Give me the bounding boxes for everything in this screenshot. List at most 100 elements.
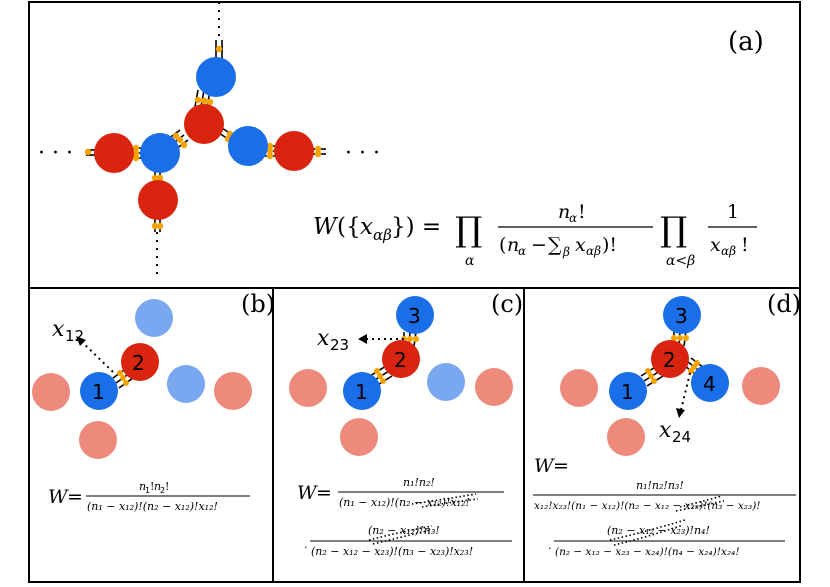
svg-text:n: n: [139, 480, 146, 493]
panel-a: (a) · · · · · ·: [28, 1, 801, 289]
atom-1-b: [80, 372, 118, 410]
svg-text:n₁!n₂!: n₁!n₂!: [403, 476, 435, 489]
atom-red-far-right: [274, 131, 314, 171]
svg-text:β: β: [562, 245, 570, 259]
arrow-label-x12: x: [52, 317, 65, 342]
panel-b: (b) 2 1 x 12 W = n 1 ! n 2 ! (n₁ −: [28, 287, 275, 583]
svg-text:24: 24: [672, 428, 691, 446]
svg-text:1: 1: [727, 201, 739, 223]
svg-text:∑: ∑: [548, 234, 562, 256]
svg-text:·: ·: [304, 541, 308, 554]
panel-c-frame: [272, 287, 525, 583]
svg-text:=: =: [553, 455, 569, 477]
svg-text:x: x: [710, 234, 721, 256]
svg-text:12: 12: [65, 327, 84, 345]
svg-text:x: x: [360, 214, 373, 240]
svg-text:(n₁ − x₁₂)!(n₂ − x₁₂)!x₁₂!: (n₁ − x₁₂)!(n₂ − x₁₂)!x₁₂!: [87, 500, 218, 513]
svg-text:2: 2: [160, 486, 165, 495]
atom-3-d: [663, 296, 701, 334]
atom-red-far-left: [94, 133, 134, 173]
product-symbol-1: ∏: [455, 210, 482, 250]
svg-text:)!: )!: [602, 234, 617, 256]
svg-text:(n₂ − x₁₂ − x₂₃)!n₄!: (n₂ − x₁₂ − x₂₃)!n₄!: [607, 524, 710, 537]
atom-light-red-left-d: [560, 369, 598, 407]
svg-text:(n₂ − x₁₂ − x₂₃ − x₂₄)!(n₄ − x: (n₂ − x₁₂ − x₂₃ − x₂₄)!(n₄ − x₂₄)!x₂₄!: [555, 546, 740, 558]
svg-text:−: −: [531, 234, 547, 256]
panel-c-formula: W = n₁!n₂! (n₁ − x₁₂)!(n₂ − x₁₂)!x₁₂! · …: [297, 476, 512, 558]
atom-light-blue-right: [167, 365, 205, 403]
arrow-x24-d: [680, 372, 691, 411]
svg-text:n₁!n₂!n₃!: n₁!n₂!n₃!: [636, 479, 684, 492]
panel-d-frame: [523, 287, 801, 583]
svg-text:=: =: [316, 482, 332, 504]
svg-text:(n₂ − x₁₂)!n₃!: (n₂ − x₁₂)!n₃!: [368, 524, 440, 537]
atom-light-red-right-d: [742, 367, 780, 405]
panel-a-label: (a): [728, 27, 764, 57]
atom-2-c-label: 2: [394, 348, 407, 372]
atom-light-blue-right-c: [427, 363, 465, 401]
atom-1-c: [343, 372, 381, 410]
svg-text:·: ·: [548, 542, 552, 555]
panel-d: (d) 3 2 1 4 x 24 W = n₁!n₂!n₃!: [523, 287, 801, 583]
atom-blue-right: [228, 126, 268, 166]
atom-2-d: [651, 340, 689, 378]
svg-text:n: n: [558, 201, 570, 223]
svg-text:(: (: [499, 234, 506, 256]
svg-text:x₁₂!x₂₃!(n₁ − x₁₂)!(n₂ − x₁₂ −: x₁₂!x₂₃!(n₁ − x₁₂)!(n₂ − x₁₂ − x₂₃)!(n₃ …: [534, 500, 761, 512]
svg-text:!: !: [150, 480, 154, 493]
svg-text:αβ: αβ: [373, 226, 392, 244]
atom-red-center: [184, 104, 224, 144]
ellipsis-left: · · ·: [38, 141, 73, 166]
atom-light-red-left: [32, 373, 70, 411]
bond-dots-a: [84, 45, 322, 230]
svg-text:}) =: }) =: [391, 214, 441, 240]
atom-3-d-label: 3: [675, 304, 688, 328]
atom-light-red-bottom: [79, 421, 117, 459]
svg-text:W: W: [48, 486, 69, 508]
atom-1-b-label: 1: [92, 380, 105, 404]
atom-4-d: [691, 364, 729, 402]
atom-2-c: [382, 340, 420, 378]
atom-blue-left: [140, 133, 180, 173]
atom-4-d-label: 4: [703, 372, 716, 396]
atom-light-red-left-c: [289, 369, 327, 407]
arrow-label-x24: x: [659, 418, 672, 443]
svg-text:1: 1: [145, 486, 150, 495]
atom-3-c: [396, 296, 434, 334]
atom-light-red-right: [214, 372, 252, 410]
svg-text:αβ: αβ: [586, 244, 601, 258]
svg-text:(n₁ − x₁₂)!(n₂ − x₁₂)!x₁₂!: (n₁ − x₁₂)!(n₂ − x₁₂)!x₁₂!: [339, 496, 470, 509]
panel-d-label: (d): [767, 290, 801, 318]
ellipsis-right: · · ·: [345, 141, 380, 166]
arrow-label-x23: x: [317, 326, 330, 351]
atom-light-red-bottom-c: [340, 418, 378, 456]
atom-2-b-label: 2: [132, 351, 145, 375]
atom-light-red-right-c: [475, 368, 513, 406]
panel-c: (c) 3 2 1 x 23 W = n₁!n₂! (n₁ − x₁₂)!(n₂…: [272, 287, 525, 583]
atom-light-red-bottom-d: [607, 418, 645, 456]
panel-b-formula: W = n 1 ! n 2 ! (n₁ − x₁₂)!(n₂ − x₁₂)!x₁…: [48, 480, 250, 513]
atom-light-blue-top: [135, 299, 173, 337]
svg-text:23: 23: [330, 336, 349, 354]
atom-1-d-label: 1: [621, 380, 634, 404]
atom-red-bottom: [138, 180, 178, 220]
arrow-x12-b: [79, 339, 114, 373]
atom-1-d: [609, 372, 647, 410]
svg-text:W: W: [297, 482, 318, 504]
svg-text:α: α: [465, 253, 475, 269]
svg-text:α<β: α<β: [666, 253, 695, 269]
atom-1-c-label: 1: [355, 380, 368, 404]
atom-2-b: [121, 343, 159, 381]
svg-text:n: n: [507, 234, 519, 256]
svg-text:W: W: [534, 455, 555, 477]
svg-text:(n₂ − x₁₂ − x₂₃)!(n₃ − x₂₃)!x₂: (n₂ − x₁₂ − x₂₃)!(n₃ − x₂₃)!x₂₃!: [311, 545, 473, 558]
svg-text:x: x: [575, 234, 586, 256]
atom-3-c-label: 3: [408, 304, 421, 328]
svg-text:αβ: αβ: [721, 244, 736, 258]
panel-d-formula: W = n₁!n₂!n₃! x₁₂!x₂₃!(n₁ − x₁₂)!(n₂ − x…: [533, 455, 796, 558]
atom-2-d-label: 2: [663, 348, 676, 372]
panel-a-formula: W ({ x αβ }) = ∏ α n α ! ( n α − ∑ β x α…: [313, 201, 757, 269]
svg-text:!: !: [578, 201, 586, 223]
product-symbol-2: ∏: [660, 210, 687, 250]
